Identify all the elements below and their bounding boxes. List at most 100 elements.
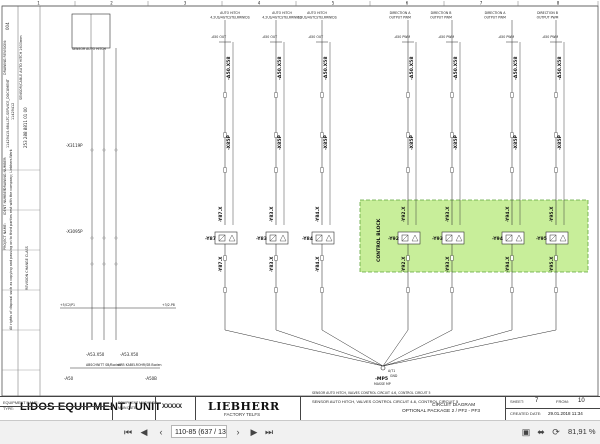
- connector-pin: [90, 236, 94, 240]
- wire-marker: [274, 255, 278, 261]
- valve-label: -Y92: [388, 236, 399, 242]
- wire-marker: [450, 255, 454, 261]
- column-header-sub: OUTPUT PWM: [537, 16, 559, 20]
- end-page-icon[interactable]: ⏭: [264, 426, 274, 437]
- prev-page-icon[interactable]: ◀: [140, 426, 148, 437]
- next-page-icon[interactable]: ›: [236, 427, 240, 437]
- bottom-note-a: ABSCHNITT SB/Boden: [86, 363, 121, 367]
- created-key: CREATED DATE:: [510, 411, 542, 416]
- valve-coil-diag: [401, 234, 409, 242]
- column-header-title: AUTO HITCH: [272, 11, 292, 15]
- bottom-connector: -A53.X50: [86, 352, 105, 357]
- divider: [505, 397, 506, 421]
- wire-marker: [223, 287, 227, 293]
- column-number: 1: [37, 1, 40, 6]
- wire-marker: [320, 287, 324, 293]
- valve-label: -Y87: [205, 236, 216, 242]
- divider: [112, 397, 113, 421]
- column-header-title: DIRECTION A: [390, 11, 412, 15]
- company-name: LIDOS EQUIPMENT / UNIT: [20, 401, 162, 413]
- fit-width-icon[interactable]: ⬌: [537, 426, 545, 437]
- wire-marker: [223, 255, 227, 261]
- wire-marker: [450, 132, 454, 138]
- valve-connector: -Y84.X: [315, 206, 321, 222]
- valve-coil: [505, 234, 513, 242]
- column-number: 5: [332, 1, 335, 6]
- connector-mid: -X3095P: [66, 229, 83, 234]
- package-label: OPTIONAL PACKAGE 2 / PF2 - PF3: [402, 409, 481, 414]
- left-node: +5/C2/P1: [60, 303, 75, 307]
- pin-label: -A50 PWM: [498, 35, 514, 39]
- pin-label: -A50 OUT: [211, 35, 226, 39]
- valve-lower-connector: -Y95.X: [549, 256, 555, 272]
- divider: [195, 397, 196, 421]
- connector-pin: [90, 262, 94, 266]
- ground-node: GND: [390, 374, 398, 378]
- output-connector: -A50.X58: [557, 56, 563, 80]
- x85-connector: -X85P: [277, 135, 283, 150]
- drawing-status: 004: [5, 22, 10, 30]
- revision-key: DRAWING REVISION:: [3, 40, 7, 75]
- valve-label: -Y94: [492, 236, 503, 242]
- column-number: 2: [110, 1, 113, 6]
- ground-bus-wire: [382, 329, 453, 367]
- page-number-input[interactable]: 110-85 (637 / 13: [171, 425, 227, 438]
- valve-arrow-icon: [228, 234, 236, 242]
- zoom-level: 81,91 %: [568, 427, 596, 436]
- first-page-icon[interactable]: ⏮: [123, 426, 133, 437]
- page-back-icon[interactable]: ‹: [159, 427, 163, 437]
- sheet-description: SENSOR AUTO HITCH, VALVES CONTROL CIRCUI…: [312, 399, 459, 404]
- wire-marker: [320, 132, 324, 138]
- pin-label: -A50 OUT: [308, 35, 323, 39]
- wire-marker: [274, 167, 278, 173]
- valve-arrow-icon: [325, 234, 333, 242]
- mid-node: +3/2.P8: [162, 303, 175, 307]
- column-number: 8: [557, 1, 560, 6]
- valve-connector: -Y95.X: [549, 206, 555, 222]
- connector-top: -X3119P: [66, 143, 83, 148]
- ground-description: SENSOR AUTO HITCH, VALVES CONTROL CIRCUI…: [312, 391, 431, 395]
- valve-lower-connector: -Y92.X: [401, 256, 407, 272]
- from-key: FROM:: [556, 399, 569, 404]
- wire-marker: [274, 92, 278, 98]
- wire-marker: [450, 92, 454, 98]
- type-value: XXXXX: [162, 404, 183, 410]
- rotate-icon[interactable]: ⟳: [552, 426, 560, 437]
- wire-marker: [510, 255, 514, 261]
- divider: [0, 406, 112, 407]
- wire-marker: [223, 92, 227, 98]
- output-connector: -A50.X58: [226, 56, 232, 80]
- last-page-icon[interactable]: ▶: [250, 426, 258, 437]
- revision-note: REVISION CHANGE CLASS: [25, 246, 29, 290]
- valve-arrow-icon: [455, 234, 463, 242]
- ground-label: -MP5: [375, 376, 388, 382]
- connector-pin: [102, 236, 106, 240]
- output-connector: -A50.X58: [323, 56, 329, 80]
- valve-coil: [315, 234, 323, 242]
- valve-label: -Y83: [256, 236, 267, 242]
- pin-label: -A50 PWM: [542, 35, 558, 39]
- diagram-type: CIRCUIT DIAGRAM: [432, 403, 476, 408]
- fit-page-icon[interactable]: ▣: [521, 426, 531, 437]
- x85-connector: -X85P: [409, 135, 415, 150]
- valve-label: -Y95: [536, 236, 547, 242]
- valve-coil: [218, 234, 226, 242]
- column-header-title: DIRECTION B: [431, 11, 452, 15]
- valve-arrow-icon: [411, 234, 419, 242]
- type-key: TYPE:: [3, 407, 14, 411]
- sensor-note: SENSOR/CABLE AUTO HITCH 1600mm: [19, 35, 23, 100]
- project-name-key: PROJECT NAME:: [3, 223, 7, 250]
- liebherr-logo: LIEBHERR: [208, 400, 280, 413]
- valve-coil-diag: [549, 234, 557, 242]
- sheet-number: 7: [535, 398, 539, 404]
- connector-pin: [90, 148, 94, 152]
- x85-connector: -X85P: [557, 135, 563, 150]
- wire-marker: [554, 255, 558, 261]
- divider: [155, 397, 156, 421]
- wire-marker: [554, 167, 558, 173]
- wire-marker: [510, 287, 514, 293]
- title-block: EQUIPMENT NAME: TYPE: LIDOS EQUIPMENT / …: [0, 396, 600, 421]
- x85-connector: -X85P: [323, 135, 329, 150]
